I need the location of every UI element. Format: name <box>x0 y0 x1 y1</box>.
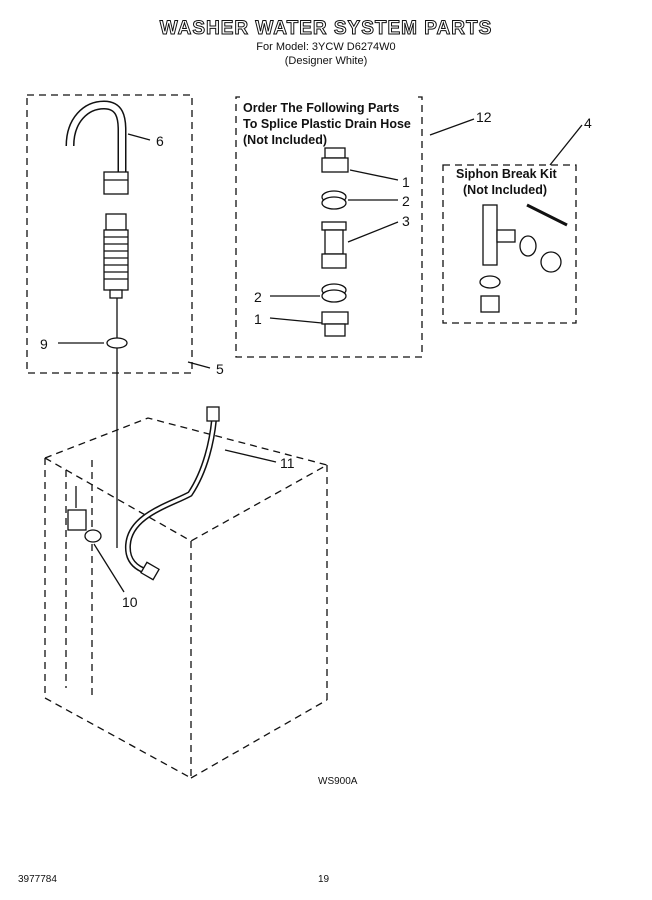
hose-clamp-part <box>106 337 128 349</box>
callout-1-bottom: 1 <box>254 311 262 327</box>
inlet-hose-part <box>124 406 220 581</box>
callout-1-top: 1 <box>402 174 410 190</box>
callout-12: 12 <box>476 109 492 125</box>
callout-5: 5 <box>216 361 224 377</box>
splice-parts-dashed-box <box>235 96 423 358</box>
figure-code: WS900A <box>318 776 358 787</box>
drain-elbow-part <box>67 486 102 543</box>
callout-11: 11 <box>280 455 295 471</box>
siphon-box-line-1: Siphon Break Kit <box>456 167 557 181</box>
hose-group-dashed-box <box>26 94 193 374</box>
splice-box-line-1: Order The Following Parts <box>243 101 400 115</box>
splice-box-line-3: (Not Included) <box>243 133 328 147</box>
callout-6: 6 <box>156 133 164 149</box>
splice-box-line-2: To Splice Plastic Drain Hose <box>243 117 411 131</box>
splice-fittings <box>321 147 349 337</box>
callout-3: 3 <box>402 213 410 229</box>
callout-9: 9 <box>40 336 48 352</box>
callout-2-bottom: 2 <box>254 289 262 305</box>
callout-2-top: 2 <box>402 193 410 209</box>
siphon-kit-dashed-box <box>442 164 577 324</box>
washer-cabinet-outline <box>44 417 329 779</box>
designer-line: (Designer White) <box>284 55 368 67</box>
page-title: WASHER WATER SYSTEM PARTS <box>159 18 493 40</box>
drain-hose-ribbed-part <box>103 213 129 299</box>
page-number: 19 <box>318 874 330 885</box>
siphon-kit-fittings <box>479 203 568 313</box>
callout-10: 10 <box>122 594 138 610</box>
siphon-box-line-2: (Not Included) <box>463 183 548 197</box>
drain-hose-hook-part <box>65 100 129 195</box>
model-line: For Model: 3YCW D6274W0 <box>256 41 396 53</box>
leader-lines <box>58 118 583 593</box>
callout-4: 4 <box>584 115 592 131</box>
document-number: 3977784 <box>18 874 57 885</box>
